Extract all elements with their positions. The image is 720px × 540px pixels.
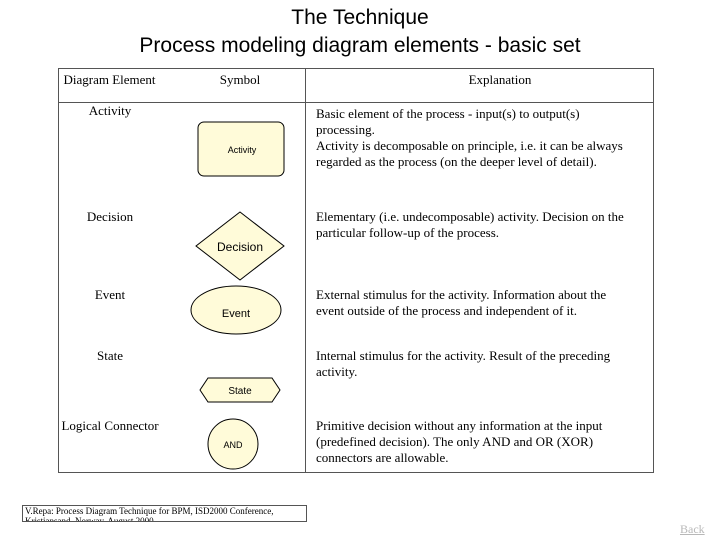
logical-connector-symbol: AND [207, 418, 259, 470]
row-element-state: State [97, 348, 123, 363]
row-element-activity: Activity [88, 103, 132, 118]
header-explanation: Explanation [468, 72, 532, 87]
row-explanation-logical-connector: Primitive decision without any informati… [316, 418, 603, 465]
header-element: Diagram Element [63, 72, 156, 87]
activity-symbol-label: Activity [228, 145, 257, 155]
row-explanation-activity: Basic element of the process - input(s) … [316, 106, 623, 169]
decision-symbol-label: Decision [217, 240, 263, 254]
row-element-logical-connector: Logical Connector [61, 418, 159, 433]
row-element-event: Event [94, 287, 126, 302]
logical-connector-symbol-label: AND [223, 440, 243, 450]
row-explanation-state: Internal stimulus for the activity. Resu… [316, 348, 611, 379]
table-divider-symbol [305, 68, 306, 473]
state-symbol: State [199, 377, 281, 403]
row-element-decision: Decision [86, 209, 134, 224]
activity-symbol: Activity [197, 121, 285, 177]
state-symbol-label: State [228, 386, 252, 397]
citation-footer: V.Repa: Process Diagram Technique for BP… [22, 505, 307, 522]
row-explanation-decision: Elementary (i.e. undecomposable) activit… [316, 209, 624, 240]
row-explanation-event: External stimulus for the activity. Info… [316, 287, 607, 318]
table-header-divider [58, 102, 654, 103]
header-symbol: Symbol [219, 72, 261, 87]
event-symbol: Event [190, 285, 282, 335]
elements-table [58, 68, 654, 473]
event-symbol-label: Event [222, 308, 250, 320]
back-link[interactable]: Back [680, 522, 705, 536]
decision-symbol: Decision [195, 211, 285, 281]
slide-title: The Technique [291, 6, 429, 29]
slide-subtitle: Process modeling diagram elements - basi… [139, 34, 581, 57]
